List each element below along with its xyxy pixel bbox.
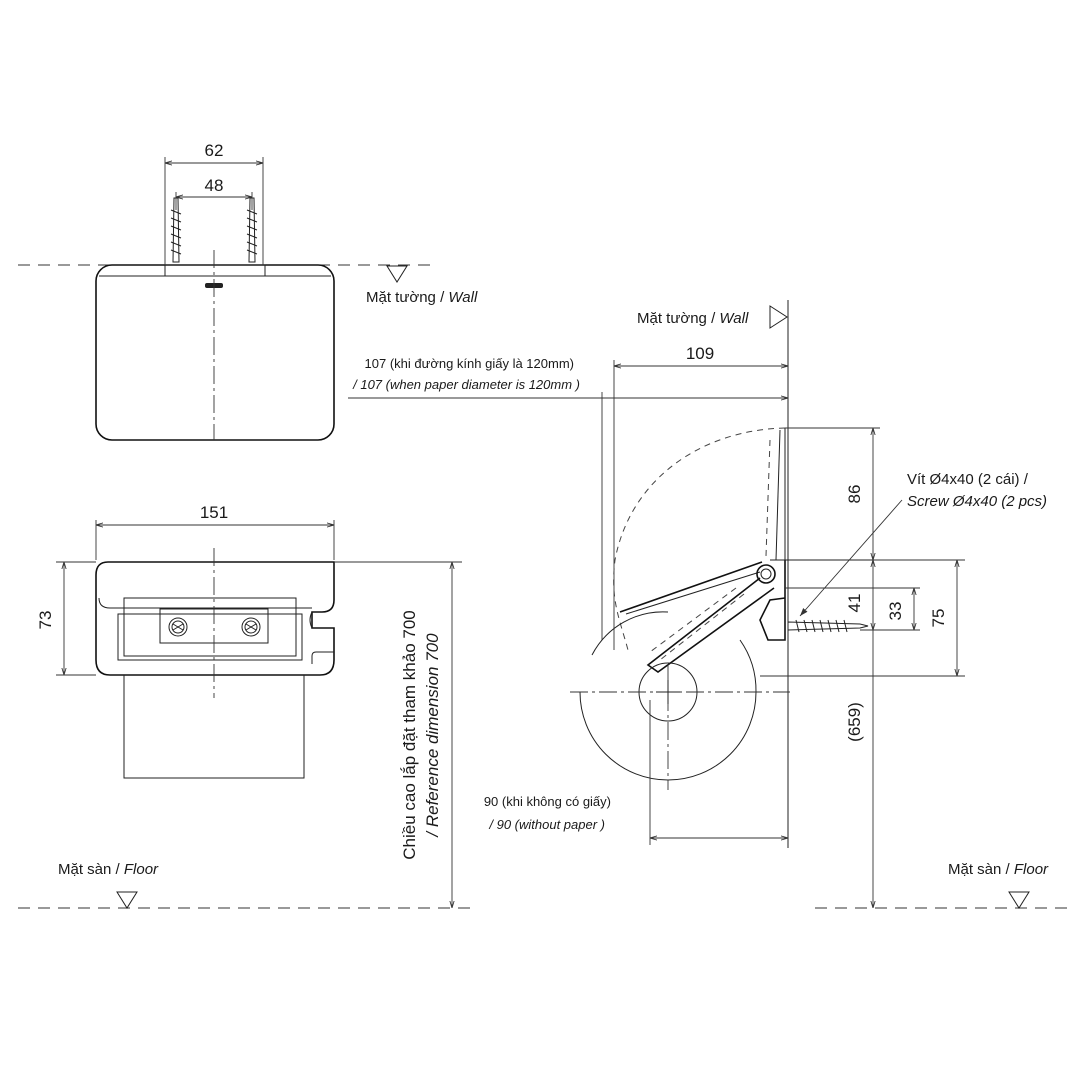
dim-109: 109 <box>686 344 714 363</box>
floor-symbol-right <box>1008 891 1030 909</box>
cover-open-arc <box>613 427 786 651</box>
floor-label-left: Mặt sàn / Floor <box>58 861 159 878</box>
front-view-bracket <box>123 597 297 657</box>
screw-leader <box>799 499 903 617</box>
dim-62: 62 <box>205 141 224 160</box>
screw-right-top <box>246 197 258 263</box>
floor-symbol-left <box>116 891 138 909</box>
paper-diameter-label-en: / 107 (when paper diameter is 120mm ) <box>352 377 580 392</box>
side-arm-top <box>619 561 763 613</box>
front-view-cover-line <box>98 597 312 609</box>
front-screw-left <box>168 617 188 637</box>
paper-roll-arc <box>579 691 669 781</box>
front-view-inner-frame <box>117 613 303 661</box>
side-screw <box>787 619 869 633</box>
wall-label-top: Mặt tường / Wall <box>366 289 478 306</box>
side-bracket <box>759 560 786 641</box>
without-paper-label-en: / 90 (without paper ) <box>488 817 605 832</box>
front-view-paper-roll <box>123 675 305 779</box>
reference-height-label: Chiều cao lắp đặt tham khảo 700 <box>400 610 419 860</box>
dim-86: 86 <box>845 485 864 504</box>
without-paper-label: 90 (khi không có giấy) <box>484 794 611 809</box>
dim-41: 41 <box>845 594 864 613</box>
screw-label-en: Screw Ø4x40 (2 pcs) <box>907 493 1047 510</box>
reference-height-label-en: / Reference dimension 700 <box>423 633 442 838</box>
front-view: 151 73 Chiều cao lắp <box>18 503 470 909</box>
side-hinge <box>756 564 776 584</box>
dim-151: 151 <box>200 503 228 522</box>
side-arm <box>646 577 775 673</box>
top-view: 62 48 Mặt tường / Wall <box>18 141 478 441</box>
dim-48: 48 <box>205 176 224 195</box>
wall-label-side: Mặt tường / Wall <box>637 310 749 327</box>
dim-33: 33 <box>886 602 905 621</box>
top-view-bracket <box>164 264 266 277</box>
wall-symbol-top <box>386 265 408 283</box>
top-view-body <box>95 264 335 441</box>
floor-label-right: Mặt sàn / Floor <box>948 861 1049 878</box>
paper-diameter-label: 107 (khi đường kính giấy là 120mm) <box>365 356 574 371</box>
dim-75: 75 <box>929 609 948 628</box>
screw-label: Vít Ø4x40 (2 cái) / <box>907 471 1029 488</box>
front-screw-right <box>241 617 261 637</box>
front-view-body <box>95 561 335 676</box>
wall-symbol-side <box>769 305 788 329</box>
side-view: Mặt tường / Wall 109 107 (khi đường kính… <box>348 300 1075 909</box>
dim-73: 73 <box>36 611 55 630</box>
dim-659: (659) <box>845 702 864 742</box>
